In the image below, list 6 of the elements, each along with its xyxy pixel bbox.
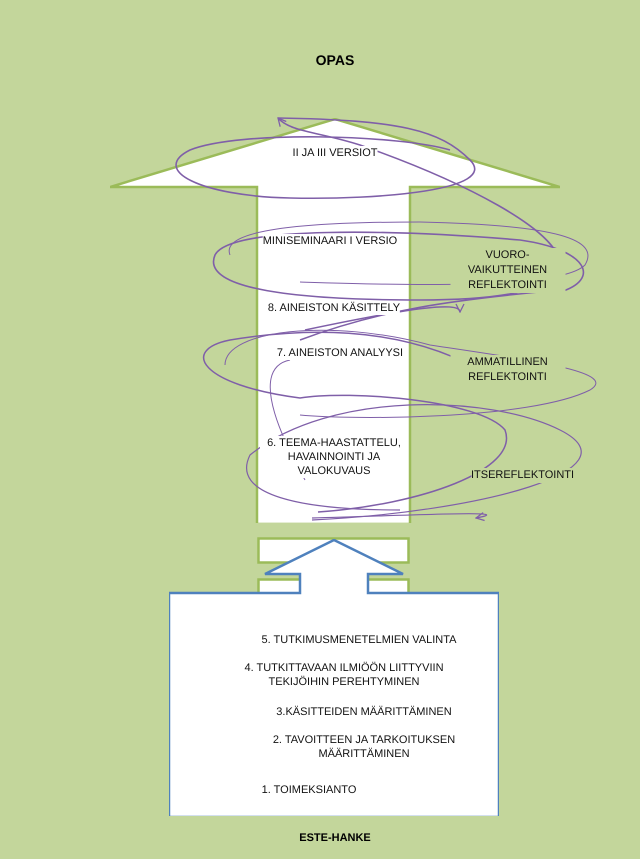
caption: ESTE-HANKE [298,832,372,844]
side-label: VUORO-VAIKUTTEINEN REFLEKTOINTI [450,248,565,293]
side-label: ITSEREFLEKTOINTI [470,468,574,483]
step-text: 7. AINEISTON ANALYYSI [276,346,404,360]
step-text: 8. AINEISTON KÄSITTELY [268,301,400,315]
title: OPAS [314,52,356,68]
